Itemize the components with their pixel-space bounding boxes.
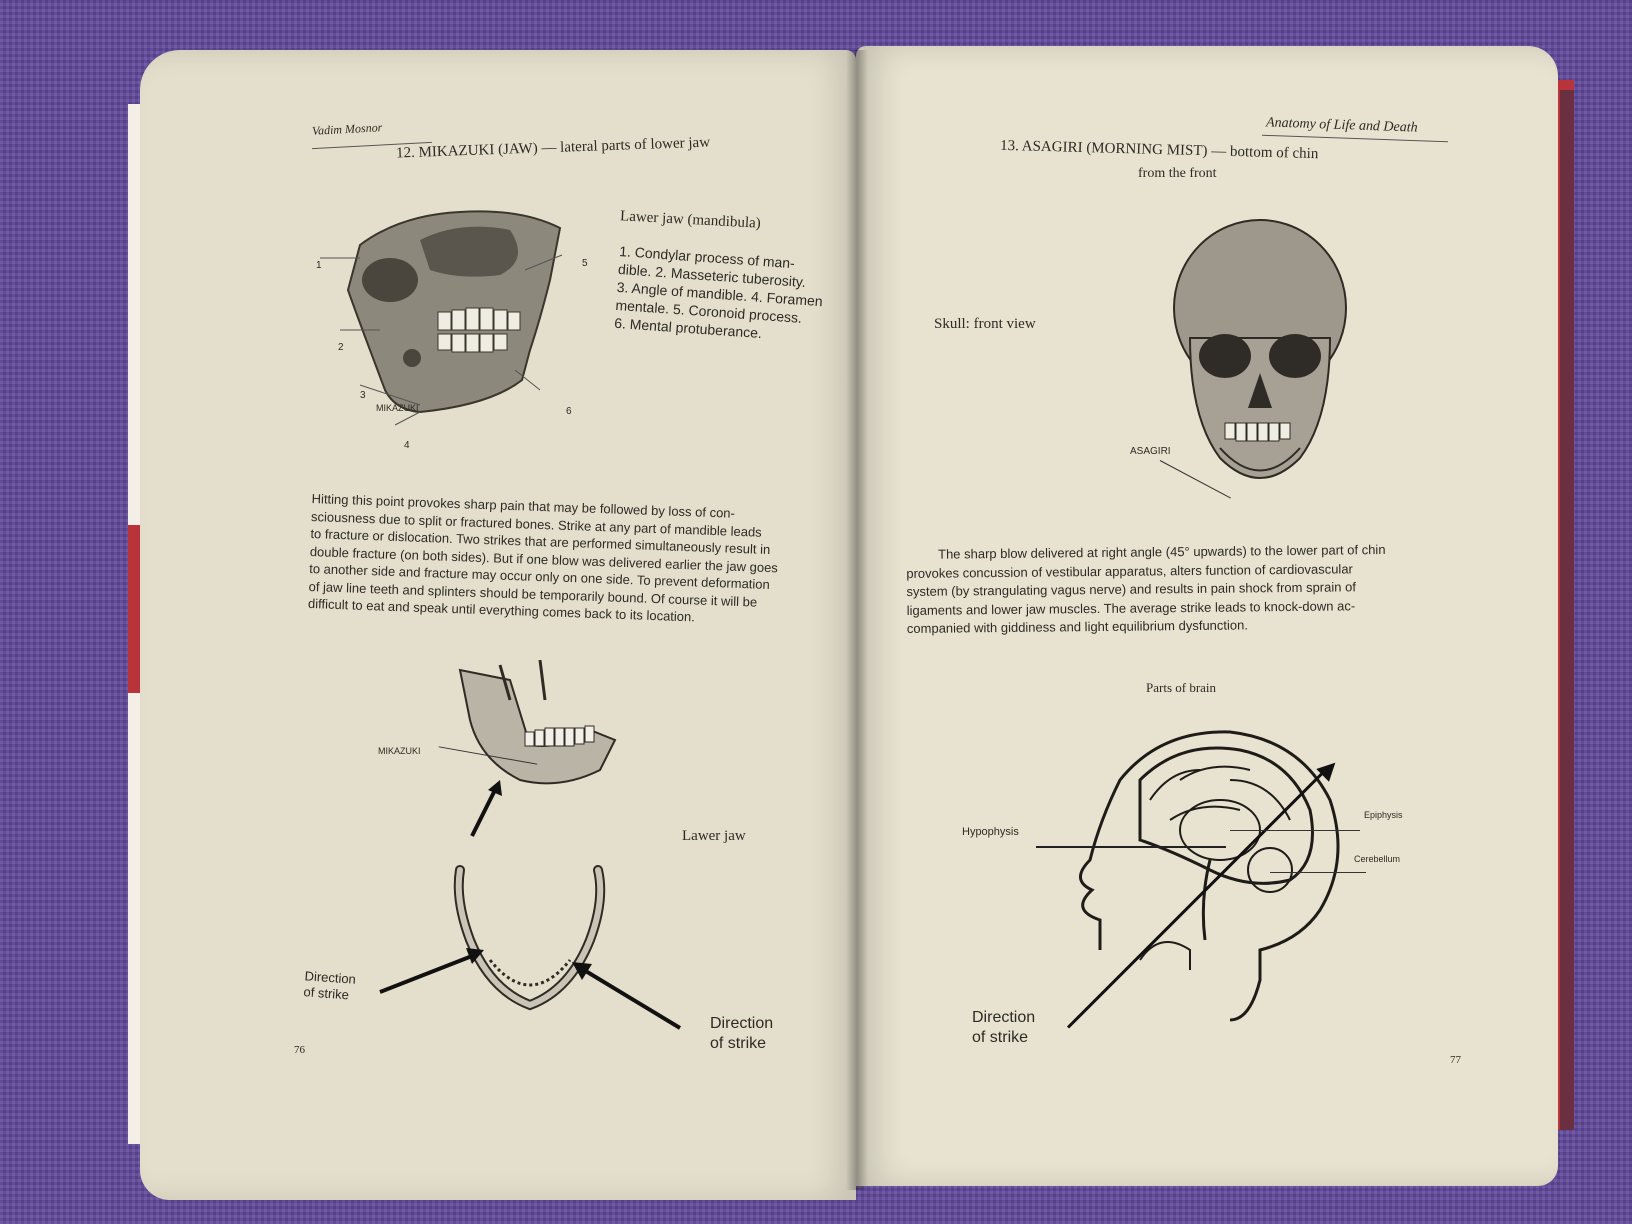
right-cover-dark-band (1560, 90, 1574, 1130)
skull-label-6: 6 (566, 406, 572, 417)
arrow-up-to-jaw (470, 780, 502, 837)
direction-line: Direction (710, 1015, 774, 1032)
direction-line: of strike (710, 1035, 767, 1052)
brain-label-hypophysis: Hypophysis (962, 826, 1019, 838)
right-page-number: 77 (1450, 1054, 1461, 1066)
jaw-label-mikazuki: MIKAZUKI (378, 746, 421, 756)
skull-label-3: 3 (360, 390, 366, 401)
direction-label-left: Direction of strike (303, 968, 356, 1004)
direction-line: of strike (972, 1029, 1029, 1046)
skull-label-1: 1 (316, 260, 322, 271)
skull-front-label-asagiri: ASAGIRI (1130, 446, 1171, 457)
mandible-front-illustration (453, 865, 606, 1011)
jaw-oblique-illustration (458, 660, 617, 785)
right-title-line2: from the front (1138, 166, 1217, 181)
figure2-caption: Lawer jaw (682, 828, 746, 844)
skull-lateral-illustration (320, 210, 563, 426)
arrow-left-strike (379, 948, 484, 994)
skull-label-5: 5 (582, 258, 588, 269)
brain-caption: Parts of brain (1146, 680, 1217, 695)
right-direction-label: Direction of strike (972, 1008, 1035, 1048)
direction-line: Direction (972, 1009, 1036, 1026)
skull-front-caption: Skull: front view (934, 316, 1036, 332)
brain-label-cerebellum: Cerebellum (1354, 854, 1401, 864)
cerebellum-pointer-line (1270, 872, 1366, 873)
figure1-legend: 1. Condylar process of man- dible. 2. Ma… (614, 242, 826, 346)
hypophysis-pointer-line (1036, 846, 1226, 848)
left-page-number: 76 (294, 1044, 305, 1056)
epiphysis-pointer-line (1230, 830, 1360, 831)
right-title-rest: — bottom of chin (1211, 143, 1319, 163)
skull-front-illustration (1173, 219, 1347, 479)
brain-label-epiphysis: Epiphysis (1364, 810, 1403, 820)
skull-label-mikazuki: MIKAZUKI (376, 403, 419, 413)
arrow-right-strike (572, 962, 682, 1030)
skull-label-4: 4 (404, 440, 410, 451)
skull-label-2: 2 (338, 342, 344, 353)
right-page (856, 46, 1558, 1186)
left-body-paragraph: Hitting this point provokes sharp pain t… (308, 490, 780, 629)
spine-shadow (846, 50, 868, 1190)
direction-label-right: Direction of strike (710, 1014, 773, 1054)
right-body-paragraph: The sharp blow delivered at right angle … (906, 541, 1386, 639)
brain-diagram (1079, 730, 1340, 1022)
